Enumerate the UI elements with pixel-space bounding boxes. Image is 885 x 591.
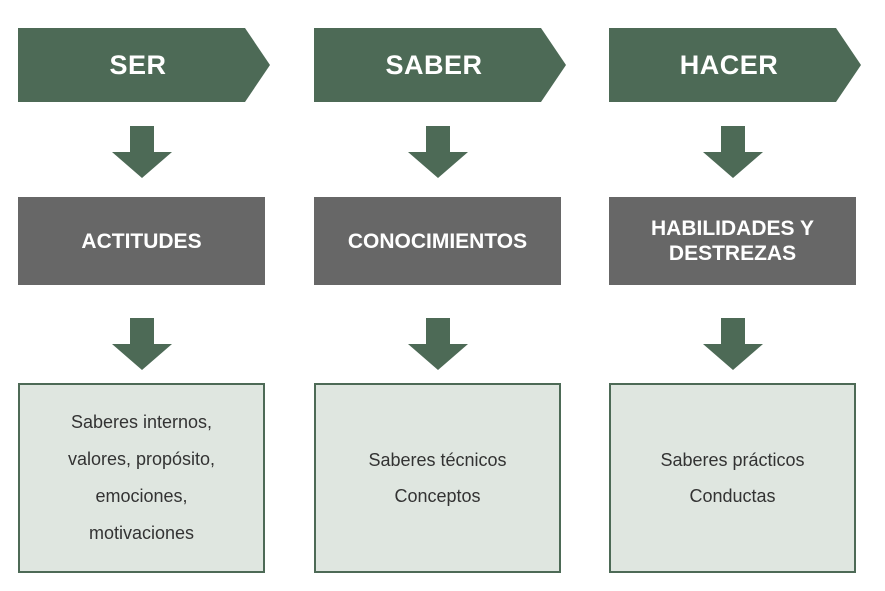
category-hacer-label: HABILIDADES Y DESTREZAS <box>651 217 814 265</box>
down-arrow-icon <box>112 126 172 178</box>
header-ser-label: SER <box>109 49 167 80</box>
details-ser-line: Saberes internos, <box>70 412 213 432</box>
header-saber-label: SABER <box>385 49 483 80</box>
column-ser: SER ACTITUDES Saberes internos, valores,… <box>18 0 270 591</box>
header-hacer-label: HACER <box>679 49 779 80</box>
details-ser: Saberes internos, valores, propósito, em… <box>18 383 265 573</box>
category-ser-label: ACTITUDES <box>81 229 202 253</box>
down-arrow-icon <box>703 318 763 370</box>
category-saber: CONOCIMIENTOS <box>314 197 561 285</box>
details-hacer: Saberes prácticos Conductas <box>609 383 856 573</box>
category-ser: ACTITUDES <box>18 197 265 285</box>
details-hacer-line: Conductas <box>689 486 776 506</box>
down-arrow-icon <box>703 126 763 178</box>
details-saber-line: Conceptos <box>394 486 481 506</box>
down-arrow-icon <box>408 126 468 178</box>
column-saber: SABER CONOCIMIENTOS Saberes técnicos Con… <box>314 0 566 591</box>
details-ser-line: valores, propósito, <box>67 449 216 469</box>
details-saber-line: Saberes técnicos <box>368 450 507 470</box>
header-ser: SER <box>18 28 270 102</box>
details-ser-line: motivaciones <box>88 523 195 543</box>
column-hacer: HACER HABILIDADES Y DESTREZAS Saberes pr… <box>609 0 861 591</box>
category-saber-label: CONOCIMIENTOS <box>347 229 528 253</box>
details-hacer-line: Saberes prácticos <box>660 450 805 470</box>
details-saber: Saberes técnicos Conceptos <box>314 383 561 573</box>
header-saber: SABER <box>314 28 566 102</box>
header-hacer: HACER <box>609 28 861 102</box>
details-ser-line: emociones, <box>95 486 188 506</box>
down-arrow-icon <box>408 318 468 370</box>
category-hacer: HABILIDADES Y DESTREZAS <box>609 197 856 285</box>
down-arrow-icon <box>112 318 172 370</box>
